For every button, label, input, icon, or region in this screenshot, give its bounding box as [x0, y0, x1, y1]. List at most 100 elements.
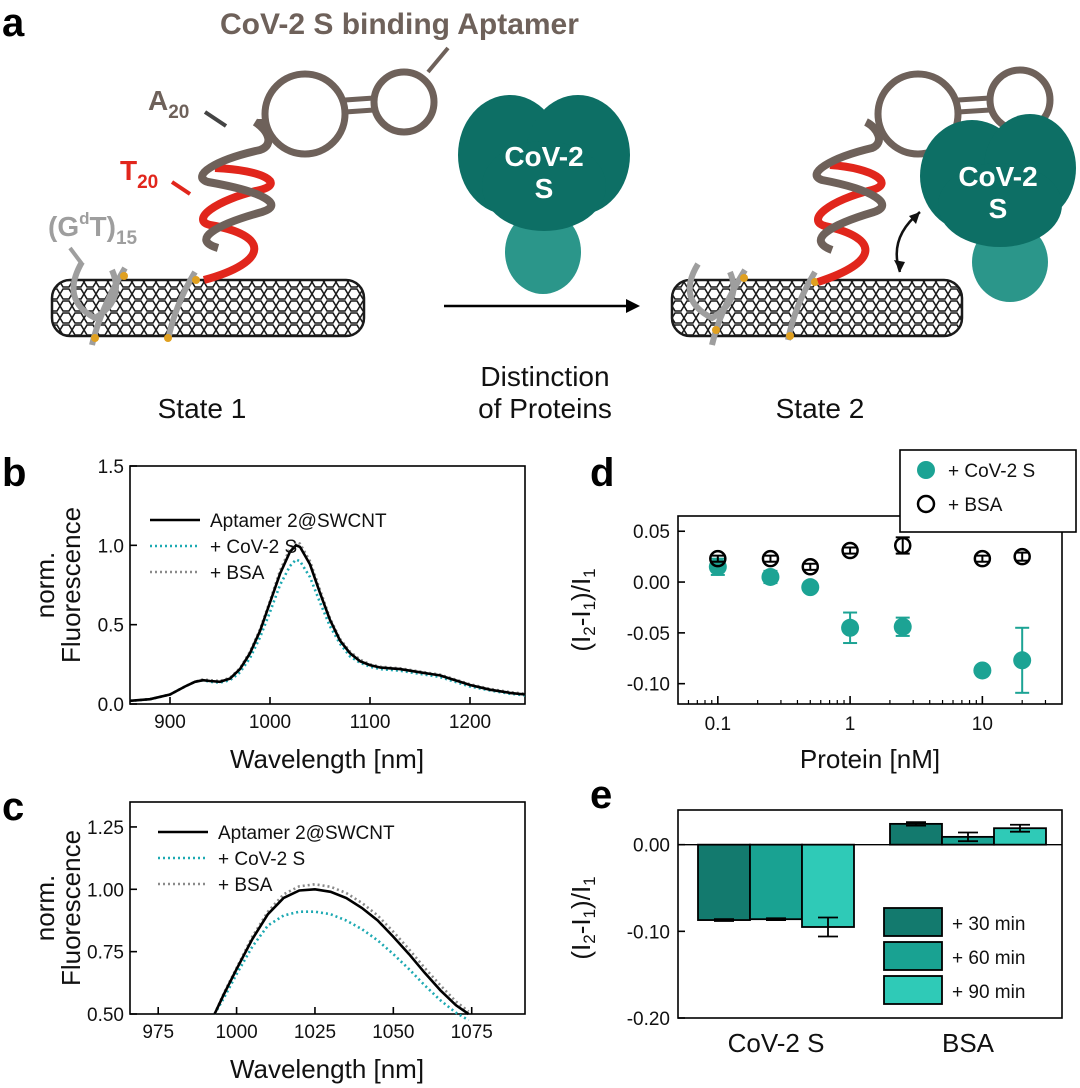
axis-ticks-b: 900 1000 1100 1200 0.0 0.5 1.0 1.5 — [98, 457, 492, 733]
plot-frame-b — [129, 465, 526, 705]
legend-swatch-e — [883, 941, 943, 971]
data-point-bsa — [1013, 547, 1031, 566]
gdt-wrap-left-3 — [165, 270, 198, 341]
spike-label-line1: CoV-2 — [504, 141, 583, 172]
nanotube-right — [670, 262, 964, 346]
legend-b: Aptamer 2@SWCNT + CoV-2 S + BSA — [150, 511, 387, 584]
state1-label: State 1 — [158, 393, 247, 424]
x-tick-label-c: 1050 — [372, 1022, 414, 1043]
y-axis-label-b-line2: Fluorescence — [56, 507, 86, 663]
bar-e — [697, 843, 751, 921]
legend-e-item: + 90 min — [952, 982, 1025, 1003]
y-tick-label-b: 0.0 — [98, 695, 124, 716]
y-tick-label-e: -0.10 — [627, 922, 670, 943]
category-label-e: CoV-2 S — [728, 1028, 825, 1058]
y-axis-label-e: (I2-I1)/I1 — [566, 876, 599, 959]
data-point-cov2 — [761, 567, 780, 586]
points-d — [708, 536, 1032, 694]
bar-e — [749, 843, 803, 921]
plot-frame-e — [677, 809, 1063, 1019]
bar-e — [889, 822, 943, 846]
aptamer-helix-left — [198, 68, 438, 284]
panel-b: b 900 1000 1100 1200 0.0 0.5 1.0 1.5 Aptamer 2@… — [2, 451, 526, 774]
aptamer-title: CoV-2 S binding Aptamer — [220, 8, 579, 41]
legend-e: + 30 min+ 60 min+ 90 min — [883, 907, 1025, 1005]
panel-letter-d: d — [590, 451, 614, 495]
data-point-cov2 — [893, 617, 912, 636]
x-tick-label-b: 1200 — [449, 712, 491, 733]
y-tick-label-b: 1.5 — [98, 457, 124, 478]
bar-e — [801, 843, 855, 928]
legend-swatch-e — [883, 907, 943, 937]
y-tick-label-c: 0.75 — [87, 943, 124, 964]
legend-marker-cov2 — [917, 461, 935, 479]
y-tick-label-e: -0.20 — [627, 1009, 670, 1030]
legend-swatch-e — [883, 975, 943, 1005]
x-axis-label-c: Wavelength [nm] — [230, 1054, 424, 1084]
legend-d-item: + BSA — [948, 495, 1003, 516]
y-tick-label-b: 0.5 — [98, 616, 124, 637]
y-tick-label-d: 0.00 — [633, 573, 670, 594]
series-line-b-2 — [129, 540, 526, 703]
data-point-cov2 — [1013, 651, 1032, 670]
bound-spike-label-line1: CoV-2 — [958, 161, 1037, 192]
y-axis-label-c-line1: norm. — [30, 875, 60, 941]
x-axis-label-d: Protein [nM] — [800, 744, 940, 774]
spike-protein-bound: CoV-2 S — [920, 114, 1076, 302]
a20-label: A20 — [148, 85, 189, 123]
panel-letter-b: b — [2, 451, 26, 495]
x-tick-label-c: 1075 — [451, 1022, 493, 1043]
y-tick-label-d: 0.05 — [633, 522, 670, 543]
legend-c-item: Aptamer 2@SWCNT — [218, 823, 395, 844]
spike-label-line2: S — [535, 173, 554, 204]
panel-letter-c: c — [2, 785, 24, 829]
gdt-label: (GdT)15 — [48, 209, 138, 249]
aptamer-loop-small — [370, 68, 438, 136]
anchor-dot — [164, 334, 172, 342]
data-point-bsa — [709, 549, 727, 568]
legend-b-item: + BSA — [210, 563, 265, 584]
x-tick-label-b: 900 — [154, 712, 186, 733]
spike-protein-center: CoV-2 S — [458, 95, 630, 294]
panel-letter-e: e — [590, 773, 612, 817]
a20-pointer — [203, 110, 228, 128]
x-tick-label-d: 1 — [845, 714, 856, 735]
anchor-dot — [192, 276, 200, 284]
legend-e-item: + 60 min — [952, 948, 1025, 969]
legend-d: + CoV-2 S + BSA — [899, 449, 1077, 533]
x-tick-label-c: 1000 — [215, 1022, 257, 1043]
series-line-c-1 — [213, 910, 470, 1022]
y-tick-label-d: -0.05 — [627, 624, 670, 645]
y-tick-label-b: 1.0 — [98, 536, 124, 557]
panel-letter-a: a — [2, 1, 25, 45]
y-tick-label-c: 1.25 — [87, 818, 124, 839]
y-tick-label-e: 0.00 — [633, 836, 670, 857]
category-label-e: BSA — [942, 1028, 995, 1058]
spectra-c — [213, 882, 470, 1022]
x-tick-label-b: 1100 — [350, 712, 391, 733]
y-tick-label-c: 0.50 — [87, 1005, 124, 1026]
y-axis-label-d: (I2-I1)/I1 — [566, 568, 599, 651]
legend-d-item: + CoV-2 S — [948, 461, 1035, 482]
distinction-line2: of Proteins — [478, 393, 612, 424]
aptamer-loop-large — [261, 70, 349, 158]
aptamer-title-pointer — [426, 46, 450, 74]
x-tick-label-b: 1000 — [249, 712, 291, 733]
series-line-c-0 — [213, 887, 470, 1016]
plot-frame-c — [129, 801, 526, 1015]
series-line-b-1 — [129, 558, 526, 703]
legend-c-item: + BSA — [218, 875, 273, 896]
data-point-cov2 — [973, 661, 992, 680]
distinction-line1: Distinction — [480, 361, 609, 392]
spectra-b — [129, 540, 526, 703]
data-point-bsa — [761, 549, 780, 568]
series-line-c-2 — [213, 882, 470, 1015]
gdt-pointer — [68, 246, 84, 266]
bound-spike-label-line2: S — [989, 193, 1008, 224]
bars-e — [678, 821, 1062, 938]
